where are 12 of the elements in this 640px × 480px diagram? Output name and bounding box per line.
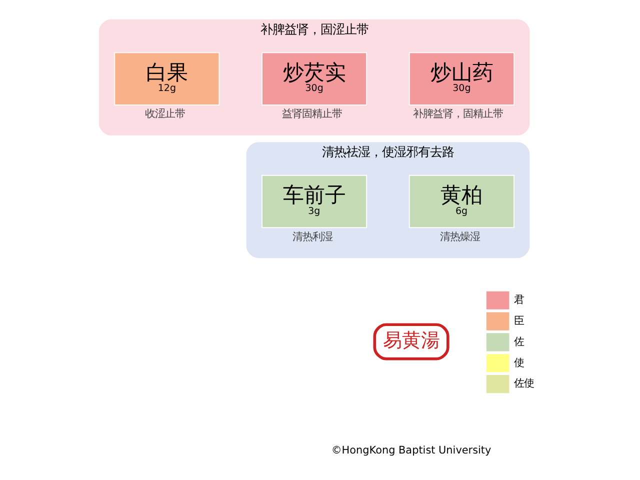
node-label: 清热利湿 <box>292 230 332 243</box>
legend-label: 佐 <box>514 336 524 348</box>
legend-label: 臣 <box>514 314 524 327</box>
node-label: 补脾益肾，固精止带 <box>413 108 504 120</box>
label: ©HongKong Baptist University <box>331 444 492 456</box>
label: 易黄湯 <box>382 329 440 352</box>
node-label: 益肾固精止带 <box>282 108 342 120</box>
legend-label: 使 <box>514 356 524 369</box>
node-label: 收涩止带 <box>145 108 186 120</box>
legend-label: 君 <box>514 294 524 306</box>
legend-label: 佐使 <box>514 378 534 390</box>
node-label: 清热燥湿 <box>440 230 480 243</box>
